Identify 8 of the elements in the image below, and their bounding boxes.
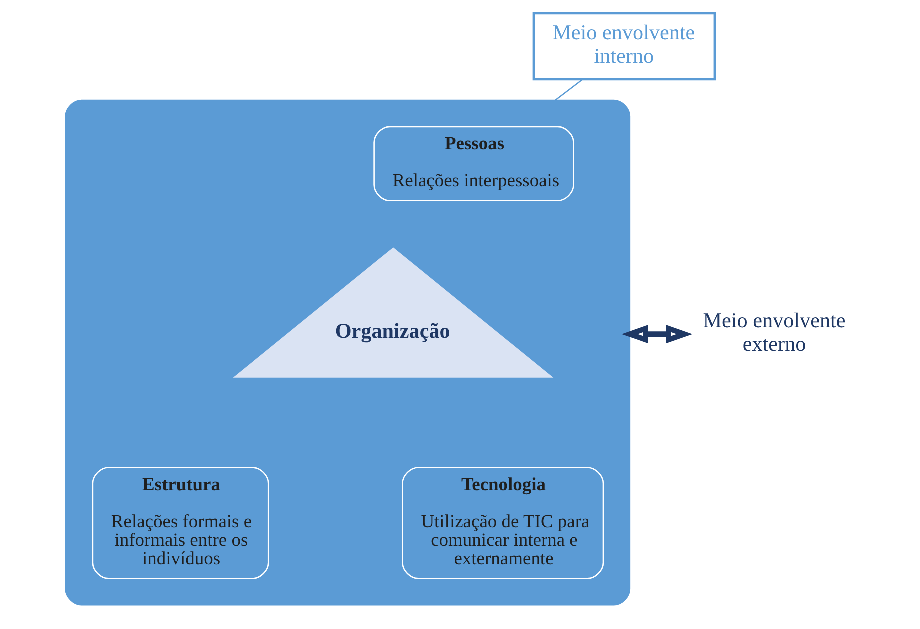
cluster [64, 100, 630, 606]
node-box: Estrutura Relações formais e informais entre os indivíduos [92, 467, 269, 580]
node-box: Tecnologia Utilização de TIC para comunicar interna e externamente [402, 467, 604, 580]
connector [554, 78, 583, 102]
arrow [621, 325, 692, 344]
node-box: Pessoas Relações interpessoais [373, 126, 574, 202]
node-box: Meio envolvente interno [532, 12, 716, 81]
node-text: Meio envolvente externo [702, 308, 846, 356]
